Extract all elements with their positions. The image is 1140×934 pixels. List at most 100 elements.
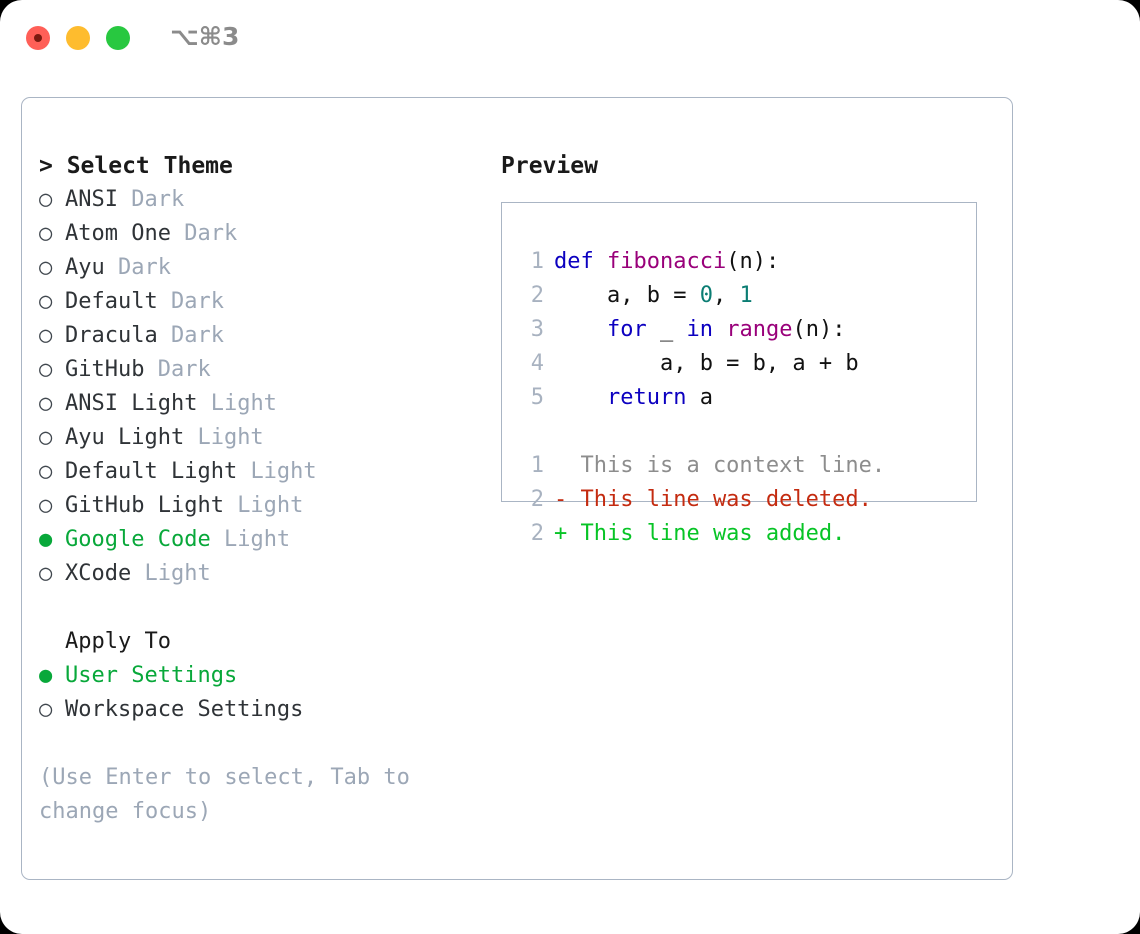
theme-option-ansi-light[interactable]: ○ANSI Light Light <box>39 387 489 421</box>
radio-unselected-icon: ○ <box>39 697 53 722</box>
theme-option-label: Dracula <box>65 323 171 348</box>
theme-option-tag: Light <box>144 561 211 586</box>
diff-line: 2 + This line was added. <box>516 517 976 551</box>
apply-to-option-label: User Settings <box>65 663 238 688</box>
code-token: _ <box>646 317 687 342</box>
code-token: 1 <box>739 283 753 308</box>
code-token <box>713 317 726 342</box>
apply-to-list: ● User Settings ○ Workspace Settings <box>39 659 489 727</box>
theme-option-tag: Light <box>223 527 291 552</box>
radio-unselected-icon: ○ <box>39 289 53 314</box>
preview-heading: Preview <box>501 153 598 179</box>
code-token: 0 <box>699 283 713 308</box>
theme-option-ansi[interactable]: ○ANSI Dark <box>39 183 489 217</box>
theme-option-label: Google Code <box>65 527 224 552</box>
diff-line-text: + This line was added. <box>554 521 846 546</box>
line-number: 2 <box>530 487 544 512</box>
hint-spacer <box>39 727 489 761</box>
theme-option-label: GitHub Light <box>65 493 238 518</box>
theme-option-default-light[interactable]: ○ Default Light Light <box>39 455 489 489</box>
diff-line: 1 This is a context line. <box>516 449 976 483</box>
radio-unselected-icon: ○ <box>39 221 53 246</box>
code-line: 3 for _ in range(n): <box>516 313 976 347</box>
minimize-window-icon[interactable] <box>66 26 90 50</box>
theme-option-github[interactable]: ○ GitHub Dark <box>39 353 489 387</box>
radio-selected-icon: ● <box>39 527 53 552</box>
code-token: range <box>726 317 793 342</box>
theme-option-tag: Light <box>197 425 264 450</box>
theme-option-dracula[interactable]: ○ Dracula Dark <box>39 319 489 353</box>
theme-option-label: XCode <box>65 561 145 586</box>
code-token: , <box>712 283 740 308</box>
theme-option-tag: Dark <box>184 221 238 246</box>
theme-option-label: Default <box>65 289 171 314</box>
code-token <box>554 385 607 410</box>
theme-option-label: Ayu Light <box>65 425 198 450</box>
theme-option-tag: Dark <box>157 357 211 382</box>
apply-to-option-user-settings[interactable]: ● User Settings <box>39 659 489 693</box>
radio-unselected-icon: ○ <box>39 493 53 518</box>
apply-to-label: Apply To <box>65 629 171 654</box>
line-number: 5 <box>530 385 544 410</box>
radio-unselected-icon: ○ <box>39 561 53 586</box>
theme-option-label: GitHub <box>65 357 158 382</box>
radio-unselected-icon: ○ <box>39 255 53 280</box>
theme-option-label: ANSI Light <box>65 391 211 416</box>
theme-option-xcode[interactable]: ○ XCode Light <box>39 557 489 591</box>
diff-line-text: This is a context line. <box>554 453 886 478</box>
theme-option-ayu[interactable]: ○Ayu Dark <box>39 251 489 285</box>
code-token: (n): <box>792 317 846 342</box>
theme-option-tag: Dark <box>170 289 224 314</box>
line-number: 2 <box>530 521 544 546</box>
theme-option-label: Default Light <box>65 459 251 484</box>
theme-option-tag: Light <box>250 459 317 484</box>
code-line: 2 a, b = 0, 1 <box>516 279 976 313</box>
theme-option-google-code[interactable]: ● Google Code Light <box>39 523 489 557</box>
select-theme-heading: > Select Theme <box>39 153 233 179</box>
theme-option-default[interactable]: ○ Default Dark <box>39 285 489 319</box>
radio-selected-icon: ● <box>39 663 53 688</box>
line-number: 1 <box>530 249 544 274</box>
code-token: for <box>606 317 647 342</box>
maximize-window-icon[interactable] <box>106 26 130 50</box>
code-token: def <box>554 249 607 274</box>
close-window-icon[interactable] <box>26 26 50 50</box>
code-token: a <box>686 385 713 410</box>
theme-option-label: Atom One <box>65 221 185 246</box>
code-diff-gap <box>516 415 976 449</box>
line-number: 4 <box>530 351 544 376</box>
radio-unselected-icon: ○ <box>39 425 53 450</box>
radio-unselected-icon: ○ <box>39 323 53 348</box>
code-token: (n): <box>726 249 780 274</box>
diff-line-text: - This line was deleted. <box>554 487 872 512</box>
code-token: return <box>606 385 687 410</box>
radio-unselected-icon: ○ <box>39 357 53 382</box>
code-token <box>554 317 607 342</box>
line-number: 2 <box>530 283 544 308</box>
keyboard-shortcut-label: ⌥⌘3 <box>170 22 240 51</box>
apply-to-option-workspace-settings[interactable]: ○ Workspace Settings <box>39 693 489 727</box>
line-number: 1 <box>530 453 544 478</box>
traffic-light-buttons <box>26 26 130 50</box>
theme-option-tag: Light <box>237 493 304 518</box>
radio-unselected-icon: ○ <box>39 459 53 484</box>
list-spacer <box>39 591 489 625</box>
theme-option-github-light[interactable]: ○ GitHub Light Light <box>39 489 489 523</box>
theme-option-tag: Dark <box>170 323 224 348</box>
apply-to-option-label: Workspace Settings <box>65 697 304 722</box>
code-token: a, b = b, a + b <box>554 351 859 376</box>
theme-option-tag: Dark <box>117 255 171 280</box>
main-panel: > Select Theme ○ANSI Dark○Atom One Dark○… <box>21 97 1013 880</box>
code-token: in <box>686 317 713 342</box>
theme-option-ayu-light[interactable]: ○ Ayu Light Light <box>39 421 489 455</box>
theme-option-tag: Dark <box>131 187 185 212</box>
code-line: 5 return a <box>516 381 976 415</box>
code-line: 4 a, b = b, a + b <box>516 347 976 381</box>
theme-option-atom-one[interactable]: ○ Atom One Dark <box>39 217 489 251</box>
diff-sample: 1 This is a context line. 2 - This line wa… <box>516 449 976 551</box>
line-number: 3 <box>530 317 544 342</box>
